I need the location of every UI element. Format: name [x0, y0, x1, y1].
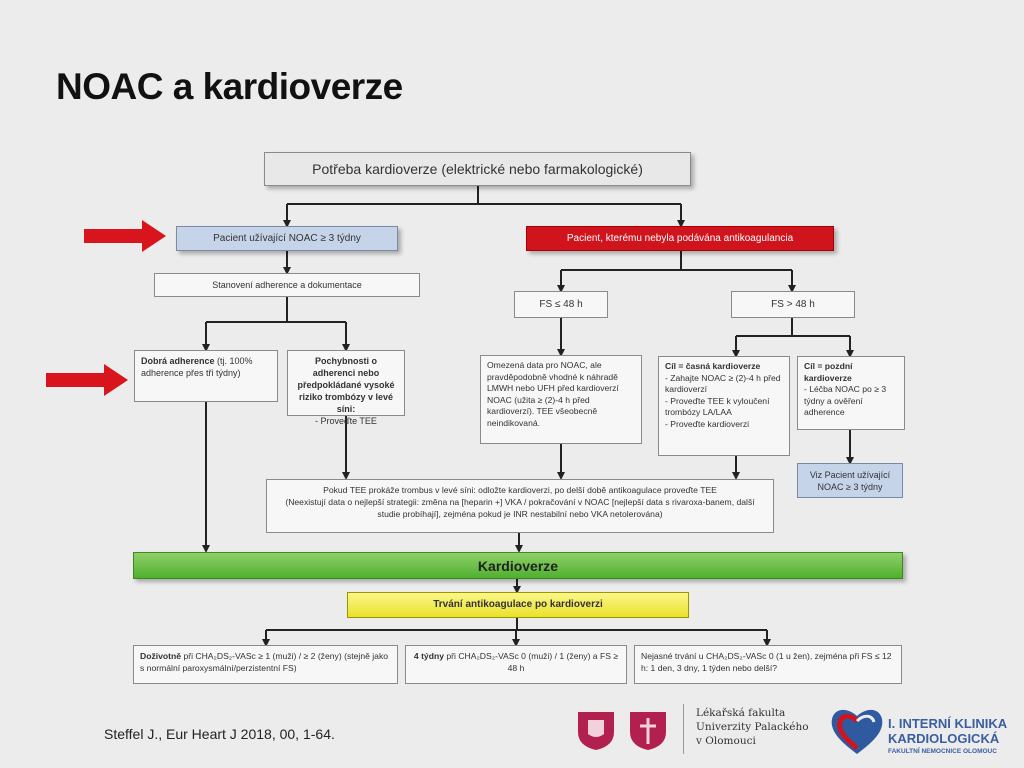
adherence-doubt-label: Pochybnosti o adherenci nebo předpokláda… — [297, 356, 395, 414]
af-long-box: FS > 48 h — [731, 291, 855, 318]
see-patient-box: Viz Pacient užívající NOAC ≥ 3 týdny — [797, 463, 903, 498]
need-cardioversion-box: Potřeba kardioverze (elektrické nebo far… — [264, 152, 691, 186]
early-step: Proveďte TEE k vyloučení trombózy LA/LAA — [665, 396, 783, 419]
right-arrow-icon — [46, 364, 128, 396]
university-logo-icon — [578, 712, 666, 750]
limited-data-box: Omezená data pro NOAC, ale pravděpodobně… — [480, 355, 642, 444]
adherence-doubt-box: Pochybnosti o adherenci nebo předpokláda… — [287, 350, 405, 426]
four-weeks-label: 4 týdny — [413, 651, 444, 661]
footer-divider — [683, 704, 684, 754]
good-adherence-detail: (tj. 100% adherence přes tři týdny) — [141, 356, 253, 378]
faculty-line: v Olomouci — [696, 735, 756, 747]
faculty-name: Lékařská fakulta Univerzity Palackého v … — [696, 706, 809, 748]
four-weeks-detail: při CHA₂DS₂-VASc 0 (muži) / 1 (ženy) a F… — [444, 651, 619, 673]
clinic-line: I. INTERNÍ KLINIKA — [888, 716, 1008, 731]
tee-thrombus-box: Pokud TEE prokáže trombus v levé síni: o… — [266, 479, 774, 533]
tee-thrombus-line: Pokud TEE prokáže trombus v levé síni: o… — [323, 485, 717, 495]
clinic-heart-logo-icon — [831, 709, 883, 754]
four-weeks-outcome-box: 4 týdny při CHA₂DS₂-VASc 0 (muži) / 1 (ž… — [405, 645, 627, 684]
af-short-box: FS ≤ 48 h — [514, 291, 608, 318]
clinic-line: KARDIOLOGICKÁ — [888, 731, 1000, 746]
right-arrow-icon — [84, 220, 166, 252]
good-adherence-box: Dobrá adherence (tj. 100% adherence přes… — [134, 350, 278, 402]
early-cardioversion-box: Cíl = časná kardioverze Zahajte NOAC ≥ (… — [658, 356, 790, 456]
citation: Steffel J., Eur Heart J 2018, 00, 1-64. — [104, 726, 335, 742]
patient-on-noac-box: Pacient užívající NOAC ≥ 3 týdny — [176, 226, 398, 251]
faculty-line: Lékařská fakulta — [696, 707, 786, 719]
good-adherence-label: Dobrá adherence — [141, 356, 215, 366]
late-cardioversion-box: Cíl = pozdní kardioverze Léčba NOAC po ≥… — [797, 356, 905, 430]
unclear-duration-box: Nejasné trvání u CHA₂DS₂-VASc 0 (1 u žen… — [634, 645, 902, 684]
adherence-box: Stanovení adherence a dokumentace — [154, 273, 420, 297]
late-cardioversion-title: Cíl = pozdní kardioverze — [804, 361, 853, 383]
late-step: Léčba NOAC po ≥ 3 týdny a ověření adhere… — [804, 384, 898, 419]
early-step: Zahajte NOAC ≥ (2)-4 h před kardioverzí — [665, 373, 783, 396]
slide-title: NOAC a kardioverze — [56, 66, 403, 107]
lifelong-outcome-box: Doživotně při CHA₂DS₂-VASc ≥ 1 (muži) / … — [133, 645, 398, 684]
lifelong-label: Doživotně — [140, 651, 182, 661]
patient-no-anticoagulation-box: Pacient, kterému nebyla podávána antikoa… — [526, 226, 834, 251]
faculty-line: Univerzity Palackého — [696, 721, 809, 733]
cardioversion-bar: Kardioverze — [133, 552, 903, 579]
clinic-name: I. INTERNÍ KLINIKA KARDIOLOGICKÁ — [888, 716, 1007, 746]
anticoagulation-duration-box: Trvání antikoagulace po kardioverzi — [347, 592, 689, 618]
early-step: Proveďte kardioverzi — [665, 419, 783, 431]
lifelong-detail: při CHA₂DS₂-VASc ≥ 1 (muži) / ≥ 2 (ženy)… — [140, 651, 389, 673]
early-cardioversion-title: Cíl = časná kardioverze — [665, 361, 761, 371]
hospital-name: FAKULTNÍ NEMOCNICE OLOMOUC — [888, 748, 997, 755]
adherence-doubt-action: - Proveďte TEE — [315, 416, 377, 426]
tee-strategy-note: (Neexistují data o nejlepší strategii: z… — [285, 497, 755, 519]
